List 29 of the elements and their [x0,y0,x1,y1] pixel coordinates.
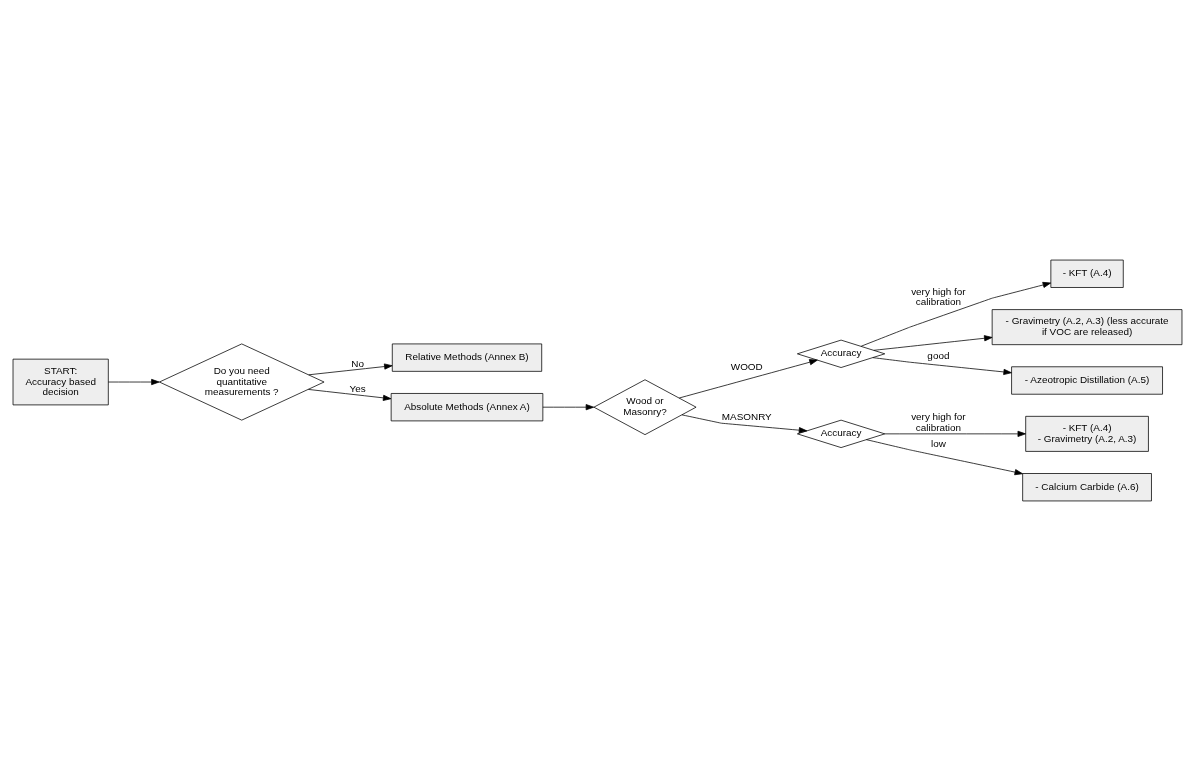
arrow [884,430,1026,437]
arrow [860,281,1052,347]
node-box: - Calcium Carbide (A.6) [1022,472,1152,501]
arrow [308,388,392,401]
edge-label: low [930,437,946,449]
arrow [308,363,393,375]
node-diamond: Do you need quantitative measurements ? [159,343,325,420]
node-box: - Gravimetry (A.2, A.3) (less accurate if VOC are released) [991,308,1183,345]
node-box: - KFT (A.4) - Gravimetry (A.2, A.3) [1025,415,1149,452]
arrow [681,414,808,433]
edge-label: No [351,357,364,369]
arrow [108,378,160,385]
edge-label: Yes [349,382,366,394]
node-box: Absolute Methods (Annex A) [390,392,544,421]
arrow [873,334,993,351]
arrow [542,403,595,410]
node-box: Relative Methods (Annex B) [391,343,543,372]
edge-label: very high for calibration [911,285,966,307]
edge-label: WOOD [730,360,763,372]
arrow [678,358,818,398]
node-box: START: Accuracy based decision [12,358,109,405]
edge-label: good [927,349,950,361]
edge-label: MASONRY [721,410,772,422]
node-box: - KFT (A.4) [1050,259,1124,288]
node-diamond: Wood or Masonry? [593,378,697,435]
node-box: - Azeotropic Distillation (A.5) [1011,365,1163,395]
arrow [872,356,1012,375]
arrow [866,438,1023,475]
edge-label: very high for calibration [911,410,966,433]
